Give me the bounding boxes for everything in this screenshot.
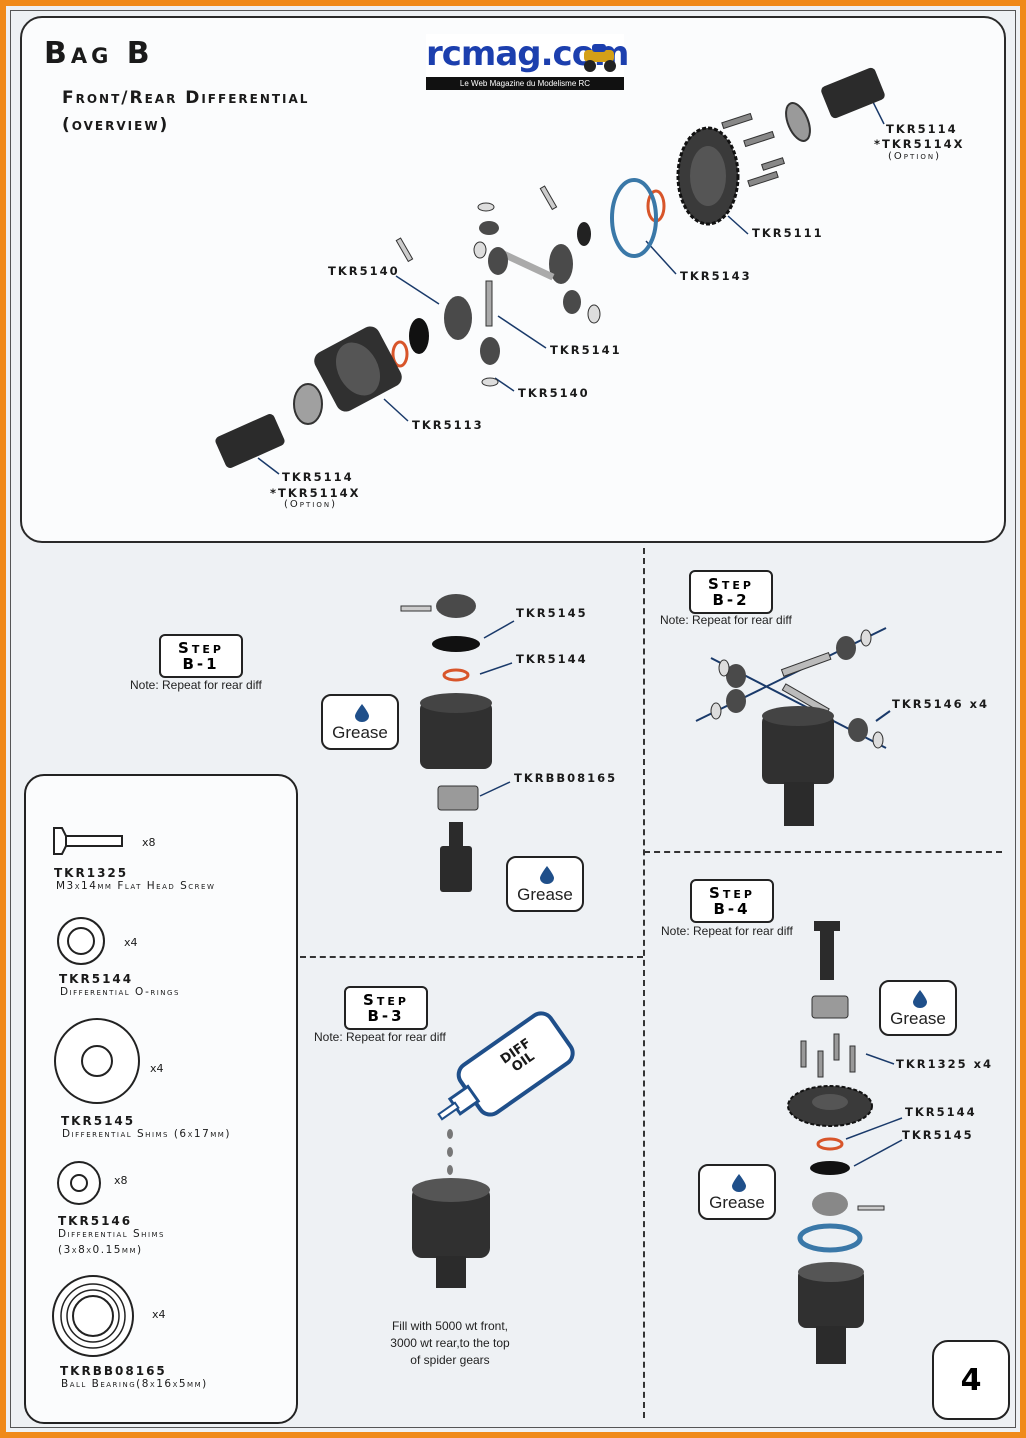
label-tkr5114x-bottom: *TKR5114X bbox=[270, 486, 361, 500]
step-b1-diagram bbox=[400, 594, 515, 892]
label-tkr5140-b: TKR5140 bbox=[518, 386, 590, 400]
fill-line-3: of spider gears bbox=[410, 1353, 490, 1367]
label-b2-tkr5146: TKR5146 x4 bbox=[892, 697, 990, 711]
grease-drop-icon bbox=[540, 866, 554, 884]
logo-tagline: Le Web Magazine du Modelisme RC bbox=[426, 77, 624, 90]
label-tkr5140-a: TKR5140 bbox=[328, 264, 400, 278]
step-b2-number: B-2 bbox=[712, 591, 750, 609]
legend-name-tkr1325: TKR1325 bbox=[54, 866, 129, 880]
step-b2-word: Step bbox=[708, 575, 754, 593]
label-tkr5114-top: TKR5114 bbox=[886, 122, 958, 136]
fill-line-1: Fill with 5000 wt front, bbox=[391, 1319, 509, 1333]
legend-desc-tkrbb08165: Ball Bearing(8x16x5mm) bbox=[61, 1378, 208, 1390]
label-tkr5114x-top: *TKR5114X bbox=[874, 137, 965, 151]
page-subtitle: Front/Rear Differential bbox=[62, 88, 310, 108]
grease-callout-b4-outdrive: Grease bbox=[879, 980, 957, 1036]
divider-left bbox=[300, 956, 643, 958]
shim-3x8-icon bbox=[57, 1161, 101, 1205]
grease-label: Grease bbox=[517, 885, 573, 904]
label-option-top: (Option) bbox=[888, 151, 941, 162]
overview-exploded-diagram bbox=[215, 67, 885, 475]
grease-label: Grease bbox=[709, 1193, 765, 1212]
outdrive-top bbox=[785, 67, 885, 142]
legend-desc-tkr5146: Differential Shims bbox=[58, 1228, 165, 1240]
label-b1-tkr5144: TKR5144 bbox=[516, 652, 588, 666]
step-b3-number: B-3 bbox=[367, 1007, 405, 1025]
legend-qty-tkr5146: x8 bbox=[114, 1174, 128, 1187]
legend-name-tkrbb08165: TKRBB08165 bbox=[60, 1364, 167, 1378]
diff-case bbox=[314, 326, 402, 412]
diff-oil-bottle bbox=[437, 1011, 575, 1121]
step-b4-note: Note: Repeat for rear diff bbox=[661, 924, 793, 938]
shim-6x17-icon bbox=[54, 1018, 140, 1104]
step-b1-note: Note: Repeat for rear diff bbox=[130, 678, 262, 692]
label-b4-tkr5145: TKR5145 bbox=[902, 1128, 974, 1142]
legend-desc2-tkr5146: (3x8x0.15mm) bbox=[58, 1244, 143, 1256]
step-b4-number: B-4 bbox=[713, 900, 751, 918]
page-title: Bag B bbox=[44, 36, 154, 71]
ball-bearing-icon bbox=[52, 1275, 134, 1357]
step-b3-diagram bbox=[412, 1011, 575, 1288]
rc-car-icon bbox=[584, 44, 616, 72]
grease-callout-b1-outdrive: Grease bbox=[506, 856, 584, 912]
step-b2-note: Note: Repeat for rear diff bbox=[660, 613, 792, 627]
legend-qty-tkr5144: x4 bbox=[124, 936, 138, 949]
grease-label: Grease bbox=[890, 1009, 946, 1028]
legend-desc-tkr5145: Differential Shims (6x17mm) bbox=[62, 1128, 231, 1140]
legend-desc-tkr1325: M3x14mm Flat Head Screw bbox=[56, 880, 216, 892]
step-b1-word: Step bbox=[178, 639, 224, 657]
step-b2-diagram bbox=[695, 627, 891, 826]
step-b4-diagram bbox=[787, 921, 903, 1364]
label-tkr5143: TKR5143 bbox=[680, 269, 752, 283]
step-b4-badge: Step B-4 bbox=[690, 879, 774, 923]
label-b1-tkr5145: TKR5145 bbox=[516, 606, 588, 620]
label-b4-tkr1325: TKR1325 x4 bbox=[896, 1057, 994, 1071]
grease-drop-icon bbox=[732, 1174, 746, 1192]
legend-qty-tkr5145: x4 bbox=[150, 1062, 164, 1075]
divider-right bbox=[644, 851, 1002, 853]
diff-gasket bbox=[610, 178, 658, 258]
step-b1-badge: Step B-1 bbox=[159, 634, 243, 678]
grease-drop-icon bbox=[913, 990, 927, 1008]
oring-icon bbox=[57, 917, 105, 965]
grease-callout-b1-oring: Grease bbox=[321, 694, 399, 750]
fill-instruction: Fill with 5000 wt front, 3000 wt rear,to… bbox=[366, 1318, 534, 1369]
legend-qty-tkr1325: x8 bbox=[142, 836, 156, 849]
step-b2-badge: Step B-2 bbox=[689, 570, 773, 614]
step-b3-badge: Step B-3 bbox=[344, 986, 428, 1030]
legend-qty-tkrbb08165: x4 bbox=[152, 1308, 166, 1321]
label-b4-tkr5144: TKR5144 bbox=[905, 1105, 977, 1119]
label-tkr5114-bottom: TKR5114 bbox=[282, 470, 354, 484]
fill-line-2: 3000 wt rear,to the top bbox=[390, 1336, 510, 1350]
flat-head-screw-icon bbox=[53, 827, 123, 855]
label-option-bottom: (Option) bbox=[284, 499, 337, 510]
label-tkr5111: TKR5111 bbox=[752, 226, 824, 240]
legend-desc-tkr5144: Differential O-rings bbox=[60, 986, 180, 998]
legend-name-tkr5146: TKR5146 bbox=[58, 1214, 133, 1228]
grease-drop-icon bbox=[355, 704, 369, 722]
page-number: 4 bbox=[932, 1340, 1010, 1420]
page-subtitle-overview: (overview) bbox=[62, 115, 170, 135]
step-b4-word: Step bbox=[709, 884, 755, 902]
legend-part-drawings bbox=[52, 827, 140, 1357]
legend-name-tkr5144: TKR5144 bbox=[59, 972, 134, 986]
label-tkr5113: TKR5113 bbox=[412, 418, 484, 432]
step-b3-word: Step bbox=[363, 991, 409, 1009]
step-b3-note: Note: Repeat for rear diff bbox=[314, 1030, 446, 1044]
legend-name-tkr5145: TKR5145 bbox=[61, 1114, 136, 1128]
grease-callout-b4-oring: Grease bbox=[698, 1164, 776, 1220]
step-b1-number: B-1 bbox=[182, 655, 220, 673]
label-tkr5141: TKR5141 bbox=[550, 343, 622, 357]
divider-vertical bbox=[643, 548, 645, 1418]
label-b1-tkrbb08165: TKRBB08165 bbox=[514, 771, 618, 785]
rcmag-logo[interactable]: rcmag.com Le Web Magazine du Modelisme R… bbox=[426, 34, 629, 90]
grease-label: Grease bbox=[332, 723, 388, 742]
